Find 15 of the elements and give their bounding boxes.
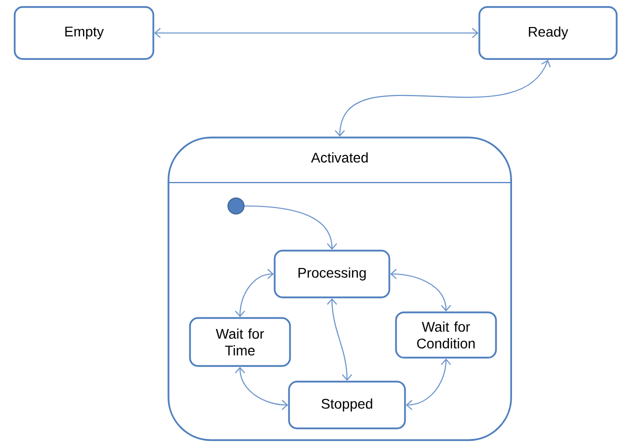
- initial-state-dot: [227, 197, 245, 215]
- state-box: Stopped: [288, 380, 406, 430]
- arrow: [390, 268, 452, 312]
- arrow: [406, 358, 452, 410]
- arrow: [234, 366, 288, 410]
- state-box: Processing: [274, 250, 390, 298]
- state-box: Wait for Condition: [395, 311, 497, 359]
- arrow: [334, 60, 551, 137]
- arrow: [234, 268, 274, 318]
- arrow: [244, 205, 338, 250]
- arrow: [326, 298, 352, 381]
- state-box: Wait for Time: [189, 317, 291, 367]
- arrow: [154, 28, 478, 38]
- state-box: Ready: [478, 6, 618, 60]
- state-box: Empty: [14, 6, 154, 60]
